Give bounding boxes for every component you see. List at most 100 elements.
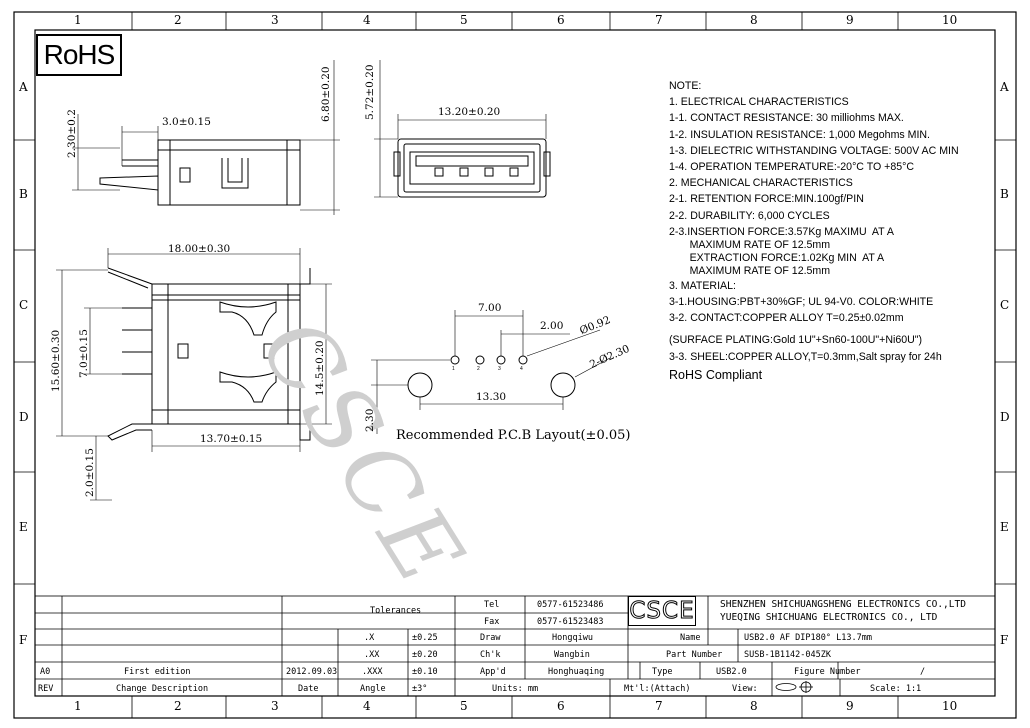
row-label-c-right: C xyxy=(1000,298,1010,312)
note-line: 1. ELECTRICAL CHARACTERISTICS xyxy=(669,96,849,109)
note-line: 3-2. CONTACT:COPPER ALLOY T=0.25±0.02mm xyxy=(669,312,904,325)
row-label-f-right: F xyxy=(1000,633,1009,647)
rohs-logo: RoHS xyxy=(36,34,122,76)
revision-date: 2012.09.03 xyxy=(286,667,338,677)
note-line: 2-2. DURABILITY: 6,000 CYCLES xyxy=(669,209,830,222)
tolerance-key: Angle xyxy=(360,684,386,694)
dim-front-width: 13.20±0.20 xyxy=(438,106,501,118)
name-value: USB2.0 AF DIP180° L13.7mm xyxy=(744,633,872,643)
dim-pcb-pitch: 2.00 xyxy=(540,320,564,332)
row-label-e: E xyxy=(19,520,28,534)
dim-pcb-offset: 2.30 xyxy=(364,408,376,432)
tolerance-value: ±3° xyxy=(412,684,428,694)
dim-front-height: 5.72±0.20 xyxy=(364,64,376,120)
row-label-d-right: D xyxy=(1000,410,1010,424)
tolerance-key: .X xyxy=(364,633,375,643)
figure-number-value: / xyxy=(920,667,926,677)
column-label-6: 6 xyxy=(557,13,565,27)
dim-top-tab: 2.0±0.15 xyxy=(84,448,96,497)
note-line: MAXIMUM RATE OF 12.5mm xyxy=(669,238,831,251)
tolerance-value: ±0.25 xyxy=(412,633,438,643)
note-line: 2-3.INSERTION FORCE:3.57Kg MAXIMU AT A xyxy=(669,225,894,238)
pin-number-3: 3 xyxy=(498,366,501,372)
revision-header-date: Date xyxy=(298,684,319,694)
pin-number-2: 2 xyxy=(477,366,480,372)
row-label-f: F xyxy=(19,633,28,647)
part-number-value: SUSB-1B1142-045ZK xyxy=(744,650,831,660)
note-line: (SURFACE PLATING:Gold 1U"+Sn60-100U"+Ni6… xyxy=(669,334,923,347)
row-label-b: B xyxy=(19,187,28,201)
scale-label: Scale: 1:1 xyxy=(870,684,922,694)
column-label-6-bottom: 6 xyxy=(557,699,565,713)
dim-pcb-pitch-total: 7.00 xyxy=(478,302,502,314)
rohs-compliant: RoHS Compliant xyxy=(669,367,763,382)
note-line: 1-2. INSULATION RESISTANCE: 1,000 Megohm… xyxy=(669,128,930,141)
draw-label: Draw xyxy=(480,633,501,643)
revision-header-rev: REV xyxy=(38,684,54,694)
column-label-4-bottom: 4 xyxy=(363,699,371,713)
check-label: Ch'k xyxy=(480,650,501,660)
column-label-1: 1 xyxy=(74,13,82,27)
type-label: Type xyxy=(652,667,673,677)
dim-top-pin-span: 7.0±0.15 xyxy=(78,329,90,378)
column-label-1-bottom: 1 xyxy=(74,699,82,713)
row-label-b-right: B xyxy=(1000,187,1009,201)
dim-top-length: 18.00±0.30 xyxy=(168,243,231,255)
column-label-9: 9 xyxy=(846,13,854,27)
column-label-3: 3 xyxy=(271,13,279,27)
note-line: MAXIMUM RATE OF 12.5mm xyxy=(669,264,831,277)
notes-heading: NOTE: xyxy=(669,80,702,92)
column-label-5: 5 xyxy=(460,13,468,27)
company-name-2: YUEQING SHICHUANG ELECTRONICS CO., LTD xyxy=(720,612,938,623)
column-label-4: 4 xyxy=(363,13,371,27)
dim-side-pin-width: 3.0±0.15 xyxy=(162,116,211,128)
note-line: 1-3. DIELECTRIC WITHSTANDING VOLTAGE: 50… xyxy=(669,144,959,157)
part-number-label: Part Number xyxy=(666,650,723,660)
revision-code: A0 xyxy=(40,667,51,677)
column-label-7-bottom: 7 xyxy=(655,699,663,713)
note-line: 1-1. CONTACT RESISTANCE: 30 milliohms MA… xyxy=(669,112,904,125)
column-label-2: 2 xyxy=(174,13,182,27)
approved-value: Honghuaqing xyxy=(548,667,605,677)
company-name-1: SHENZHEN SHICHUANGSHENG ELECTRONICS CO.,… xyxy=(720,599,966,610)
column-label-5-bottom: 5 xyxy=(460,699,468,713)
tel-value: 0577-61523486 xyxy=(537,600,604,610)
row-label-a: A xyxy=(19,80,28,94)
note-line: 3-1.HOUSING:PBT+30%GF; UL 94-V0. COLOR:W… xyxy=(669,296,934,309)
dim-side-height: 6.80±0.20 xyxy=(320,66,332,122)
column-label-8: 8 xyxy=(750,13,758,27)
tolerance-key: .XXX xyxy=(362,667,383,677)
tel-label: Tel xyxy=(484,600,500,610)
figure-number-label: Figure Number xyxy=(794,667,861,677)
dim-pcb-span: 13.30 xyxy=(476,391,507,403)
dim-top-body-length: 13.70±0.15 xyxy=(200,433,263,445)
tolerances-label: Tolerances xyxy=(370,606,422,616)
dim-top-width-left: 15.60±0.30 xyxy=(50,329,62,392)
pin-number-1: 1 xyxy=(452,366,455,372)
tolerance-value: ±0.10 xyxy=(412,667,438,677)
type-value: USB2.0 xyxy=(716,667,747,677)
revision-description: First edition xyxy=(124,667,191,677)
column-label-2-bottom: 2 xyxy=(174,699,182,713)
tolerance-key: .XX xyxy=(364,650,380,660)
fax-label: Fax xyxy=(484,617,500,627)
pcb-caption: Recommended P.C.B Layout(±0.05) xyxy=(396,428,631,443)
view-label: View: xyxy=(732,684,758,694)
column-label-10-bottom: 10 xyxy=(942,699,958,713)
note-line: 2. MECHANICAL CHARACTERISTICS xyxy=(669,177,853,190)
tolerance-value: ±0.20 xyxy=(412,650,438,660)
dim-side-pin-height: 2.30±0.2 xyxy=(66,109,78,158)
approved-label: App'd xyxy=(480,667,506,677)
dim-top-width-right: 14.5±0.20 xyxy=(314,340,326,396)
note-line: 3-3. SHEEL:COPPER ALLOY,T=0.3mm,Salt spr… xyxy=(669,350,942,363)
revision-header-description: Change Description xyxy=(116,684,209,694)
note-line: 1-4. OPERATION TEMPERATURE:-20°C TO +85°… xyxy=(669,161,915,174)
notes-block: NOTE: 1. ELECTRICAL CHARACTERISTICS 1-1.… xyxy=(669,78,999,383)
check-value: Wangbin xyxy=(554,650,590,660)
note-line: 3. MATERIAL: xyxy=(669,279,736,292)
column-label-7: 7 xyxy=(655,13,663,27)
column-label-9-bottom: 9 xyxy=(846,699,854,713)
note-line: 2-1. RETENTION FORCE:MIN.100gf/PIN xyxy=(669,193,864,206)
